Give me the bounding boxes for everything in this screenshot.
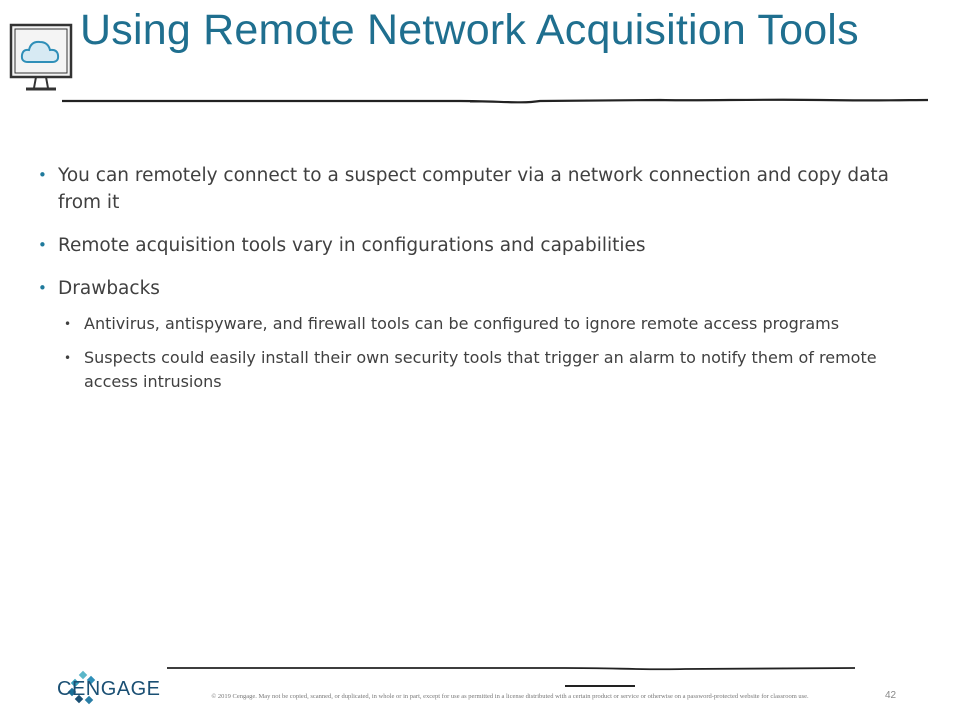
cengage-logo-mark (67, 670, 96, 705)
bullet-text: Remote acquisition tools vary in configu… (58, 235, 646, 256)
page-number: 42 (885, 690, 897, 701)
bullet-item: • Drawbacks (38, 275, 918, 302)
bullet-marker: • (38, 279, 47, 297)
sub-bullet-marker: • (64, 351, 72, 365)
sub-bullet-item: • Antivirus, antispyware, and firewall t… (62, 312, 918, 336)
sub-bullet-text: Suspects could easily install their own … (84, 348, 877, 391)
footer-underline (166, 666, 855, 687)
slide-title: Using Remote Network Acquisition Tools (80, 6, 859, 54)
bullet-item: • Remote acquisition tools vary in confi… (38, 232, 918, 259)
cloud-monitor-icon (9, 23, 73, 91)
cengage-brand-name: CENGAGE (57, 678, 161, 700)
bullet-text: You can remotely connect to a suspect co… (58, 165, 890, 213)
title-underline (61, 98, 929, 104)
bullet-marker: • (38, 166, 47, 184)
copyright-notice: © 2019 Cengage. May not be copied, scann… (211, 693, 809, 700)
bullet-item: • You can remotely connect to a suspect … (38, 162, 918, 216)
bullet-list: • You can remotely connect to a suspect … (38, 162, 918, 404)
bullet-marker: • (38, 236, 47, 254)
bullet-text: Drawbacks (58, 278, 160, 299)
sub-bullet-text: Antivirus, antispyware, and firewall too… (84, 314, 840, 333)
sub-bullet-item: • Suspects could easily install their ow… (62, 346, 918, 394)
sub-bullet-marker: • (64, 317, 72, 331)
